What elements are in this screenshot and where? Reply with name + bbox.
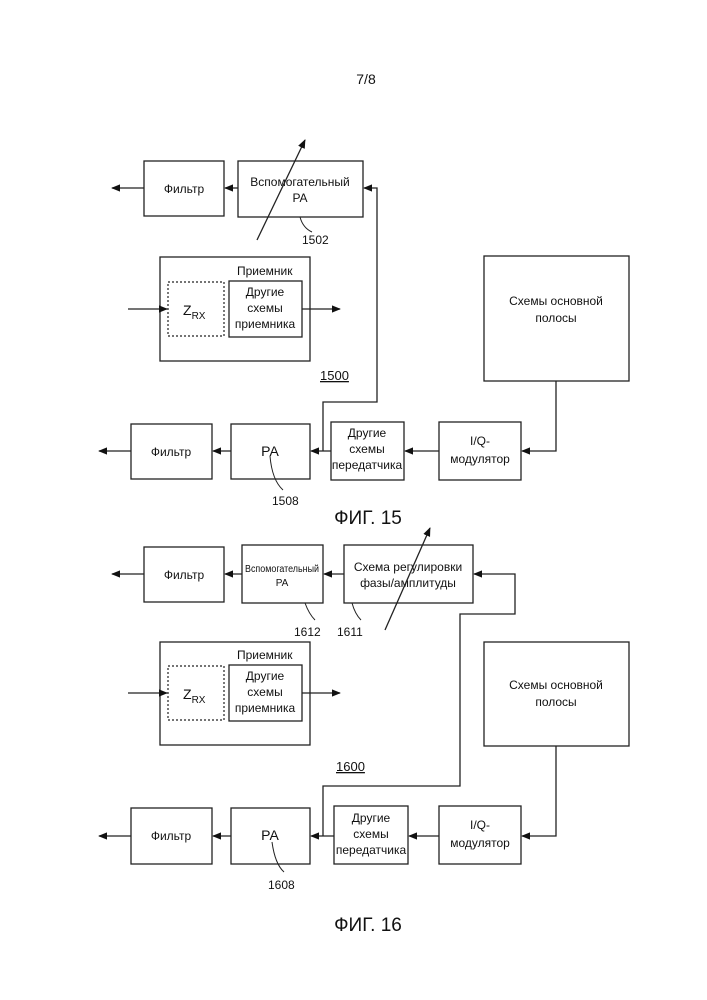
fig16-phase-box xyxy=(344,545,473,603)
figure-15: Фильтр Вспомогательный PA 1502 Приемник … xyxy=(99,140,629,529)
figure-16: Фильтр Вспомогательный PA 1612 Схема рег… xyxy=(99,528,629,936)
fig16-iq-label-1: I/Q- xyxy=(470,818,490,832)
fig16-phase-ref-leader xyxy=(352,603,361,620)
fig16-zrx-box xyxy=(168,666,224,720)
fig15-other-tx-label-1: Другие xyxy=(348,426,387,440)
fig15-baseband-label-1: Схемы основной xyxy=(509,294,603,308)
fig15-other-rx-label-1: Другие xyxy=(246,285,285,299)
fig16-filter-bottom-label: Фильтр xyxy=(151,829,192,843)
fig16-receiver-title: Приемник xyxy=(237,648,293,662)
fig15-iq-box xyxy=(439,422,521,480)
fig15-iq-label-1: I/Q- xyxy=(470,434,490,448)
fig16-baseband-label-1: Схемы основной xyxy=(509,678,603,692)
fig15-aux-pa-box xyxy=(238,161,363,217)
fig16-pa-ref: 1608 xyxy=(268,878,295,892)
fig16-other-tx-label-3: передатчика xyxy=(336,843,407,857)
fig16-baseband-label-2: полосы xyxy=(535,695,576,709)
fig15-baseband-label-2: полосы xyxy=(535,311,576,325)
fig16-other-rx-label-1: Другие xyxy=(246,669,285,683)
fig16-baseband-box xyxy=(484,642,629,746)
fig16-caption: ФИГ. 16 xyxy=(334,915,402,936)
fig16-other-rx-label-2: схемы xyxy=(247,685,282,699)
fig15-other-rx-label-3: приемника xyxy=(235,317,296,331)
fig16-iq-box xyxy=(439,806,521,864)
fig15-filter-top-label: Фильтр xyxy=(164,182,205,196)
fig15-caption: ФИГ. 15 xyxy=(334,508,402,529)
fig16-phase-label-1: Схема регулировки xyxy=(354,560,462,574)
fig16-aux-pa-ref-leader xyxy=(305,603,315,620)
fig16-aux-pa-ref: 1612 xyxy=(294,625,321,639)
fig15-baseband-to-iq-wire xyxy=(522,381,556,451)
fig16-other-tx-label-2: схемы xyxy=(353,827,388,841)
fig15-zrx-box xyxy=(168,282,224,336)
fig15-other-tx-label-2: схемы xyxy=(349,442,384,456)
fig15-other-tx-label-3: передатчика xyxy=(332,458,403,472)
fig16-baseband-to-iq-wire xyxy=(522,746,556,836)
fig16-aux-pa-label-1: Вспомогательный xyxy=(245,564,319,575)
fig15-filter-bottom-label: Фильтр xyxy=(151,445,192,459)
fig16-phase-ref: 1611 xyxy=(337,625,363,639)
fig16-system-ref: 1600 xyxy=(336,759,365,774)
fig16-pa-label: PA xyxy=(261,827,279,843)
fig16-other-tx-label-1: Другие xyxy=(352,811,391,825)
fig15-aux-pa-label-1: Вспомогательный xyxy=(250,175,349,189)
fig16-other-rx-label-3: приемника xyxy=(235,701,296,715)
fig15-aux-pa-ref-leader xyxy=(300,217,312,232)
fig16-filter-top-label: Фильтр xyxy=(164,568,205,582)
fig15-other-rx-label-2: схемы xyxy=(247,301,282,315)
fig15-iq-label-2: модулятор xyxy=(450,452,510,466)
fig15-aux-pa-label-2: PA xyxy=(292,191,307,205)
fig16-aux-pa-label-2: PA xyxy=(276,578,289,589)
fig15-coupler-to-aux-wire xyxy=(323,188,377,451)
fig15-pa-ref: 1508 xyxy=(272,494,299,508)
fig15-system-ref: 1500 xyxy=(320,368,349,383)
page-number: 7/8 xyxy=(356,71,376,87)
fig15-receiver-title: Приемник xyxy=(237,264,293,278)
fig16-iq-label-2: модулятор xyxy=(450,836,510,850)
fig15-aux-pa-ref: 1502 xyxy=(302,233,329,247)
